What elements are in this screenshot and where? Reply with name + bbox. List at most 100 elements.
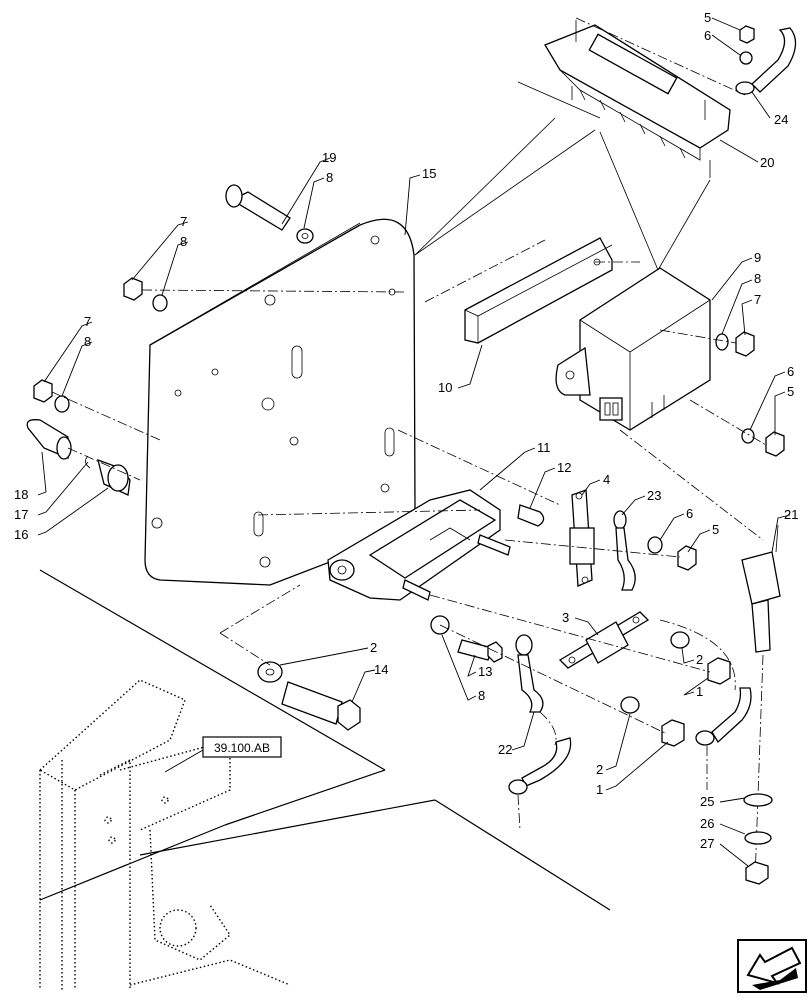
callout-11: 11 (537, 440, 551, 455)
cable-22-link (539, 711, 557, 746)
bolt-13-head (487, 641, 503, 663)
callout-7: 7 (754, 292, 761, 307)
frame-post-inner (74, 758, 131, 990)
leader (303, 177, 325, 229)
leader (657, 179, 711, 271)
bolt-19-head (225, 184, 243, 208)
leader (719, 797, 746, 803)
leader (37, 461, 89, 516)
centerline (141, 289, 406, 293)
washer-8-lower (54, 395, 70, 413)
leader (719, 823, 746, 835)
callout-6: 6 (704, 28, 711, 43)
leader (511, 711, 535, 751)
washer-2-lower (620, 696, 640, 714)
callout-15: 15 (422, 166, 436, 181)
next-page-button[interactable] (737, 939, 807, 993)
cable-24 (751, 27, 797, 93)
nut-5-mid (677, 545, 697, 571)
callout-3: 3 (562, 610, 569, 625)
centerline (51, 391, 161, 441)
nut-7-right (735, 331, 755, 357)
frame-pointer-line-a (139, 799, 436, 856)
callout-20: 20 (760, 155, 774, 170)
callout-2: 2 (696, 652, 703, 667)
washer-6-right (741, 428, 755, 444)
leader (687, 529, 711, 553)
callout-19: 19 (322, 150, 336, 165)
nut-27 (745, 861, 769, 885)
callouts: 5 6 24 20 19 8 15 7 8 9 8 7 7 8 10 6 5 1… (14, 10, 798, 851)
bolt-19 (225, 184, 314, 244)
leader (751, 91, 771, 119)
washer-2-upper (670, 631, 690, 649)
relay-11-top (368, 499, 497, 579)
bolt-13-shank (457, 639, 493, 661)
heat-sink-20-body (544, 24, 731, 149)
leader (351, 669, 376, 703)
bushing-18-end (56, 436, 72, 460)
leader (599, 131, 659, 271)
connector-21-wire (775, 524, 779, 553)
leader (414, 117, 556, 256)
mounting-plate (144, 218, 416, 586)
plate-hole (211, 368, 219, 376)
washer-2-left (257, 661, 283, 683)
frame-context: 39.100.AB (38, 569, 611, 990)
leader (529, 467, 556, 509)
ring-terminal-cable (711, 687, 752, 744)
plate-hole (370, 235, 380, 245)
plate-hole (264, 294, 276, 306)
leader (771, 514, 791, 553)
relay-11-cover-line (429, 527, 471, 541)
ring-terminal-24-eye (735, 81, 755, 95)
heat-sink-fins (579, 89, 686, 159)
fuse-3 (558, 611, 650, 669)
washer-6-top (739, 51, 753, 65)
frame-pointer-line-b (434, 799, 611, 911)
strap-hole (581, 576, 589, 584)
connector-21-housing (741, 551, 781, 605)
callout-8: 8 (478, 688, 485, 703)
callout-17: 17 (14, 507, 28, 522)
callout-21: 21 (784, 507, 798, 522)
bolt-19-shank (230, 191, 291, 231)
heat-sink-20 (414, 17, 797, 271)
callout-8: 8 (754, 271, 761, 286)
centerline (257, 509, 481, 516)
washer-8-upper (152, 294, 168, 312)
leader (404, 174, 421, 236)
right-fasteners (429, 594, 752, 790)
leader (281, 157, 331, 225)
bolt-13 (430, 615, 503, 663)
leader (467, 654, 477, 677)
relay-11-stud-right (477, 534, 511, 556)
module-9-hole (565, 370, 575, 380)
centerline (424, 239, 546, 303)
leader (711, 257, 753, 301)
callout-14: 14 (374, 662, 388, 677)
washer-6-mid (647, 536, 663, 554)
ring-terminal-eye (695, 730, 715, 746)
plate-slot (253, 511, 264, 537)
leader (581, 479, 601, 496)
centerline (219, 632, 271, 666)
callout-23: 23 (647, 488, 661, 503)
reference-box (202, 736, 282, 758)
leader (441, 634, 477, 701)
reference-label: 39.100.AB (214, 741, 270, 755)
leader (741, 299, 753, 336)
plate-slot (291, 345, 303, 379)
cable-23-eye (613, 510, 627, 530)
connector-pin (604, 402, 611, 416)
leader (279, 647, 369, 666)
leader (131, 221, 189, 281)
leader (719, 139, 759, 163)
callout-16: 16 (14, 527, 28, 542)
module-9-edges (579, 299, 711, 430)
frame-boundary-line-lower (39, 824, 226, 901)
leader (621, 495, 646, 516)
leader (457, 344, 483, 389)
plate-body (144, 218, 416, 586)
